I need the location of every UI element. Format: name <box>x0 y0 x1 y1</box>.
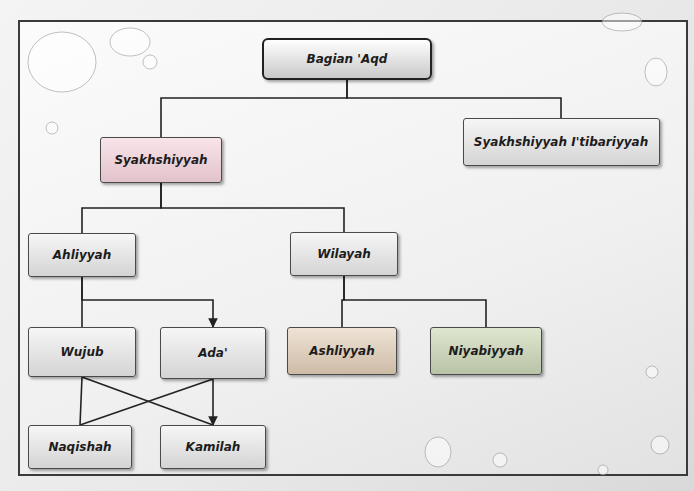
leaf-box: Ada' <box>160 327 266 379</box>
leaf-box: Wujub <box>28 327 136 377</box>
connector <box>161 80 347 137</box>
connector <box>161 183 344 232</box>
connector <box>344 276 486 327</box>
node-label: Wilayah <box>317 247 371 261</box>
node-label: Ahliyyah <box>53 248 111 262</box>
node-label: Bagian 'Aqd <box>307 52 388 66</box>
category-box: Syakhshiyyah <box>100 137 222 183</box>
connector <box>347 80 561 118</box>
category-box: Ahliyyah <box>28 233 136 277</box>
connector <box>80 379 213 425</box>
node-label: Niyabiyyah <box>448 344 523 358</box>
leaf-box: Naqishah <box>28 425 132 469</box>
leaf-box: Ashliyyah <box>287 327 397 375</box>
node-label: Naqishah <box>48 440 111 454</box>
node-label: Wujub <box>60 345 103 359</box>
connector <box>80 377 82 425</box>
node-label: Ashliyyah <box>309 344 374 358</box>
node-label: Ada' <box>198 346 227 360</box>
node-label: Syakhshiyyah I'tibariyyah <box>474 135 648 149</box>
connector <box>82 277 213 327</box>
category-box: Wilayah <box>290 232 398 276</box>
node-label: Kamilah <box>186 440 241 454</box>
leaf-box: Niyabiyyah <box>430 327 542 375</box>
connector <box>212 379 214 425</box>
node-label: Syakhshiyyah <box>114 153 207 167</box>
connector <box>82 183 161 233</box>
category-box: Syakhshiyyah I'tibariyyah <box>463 118 660 166</box>
leaf-box: Kamilah <box>160 425 266 469</box>
root-box: Bagian 'Aqd <box>262 38 432 80</box>
